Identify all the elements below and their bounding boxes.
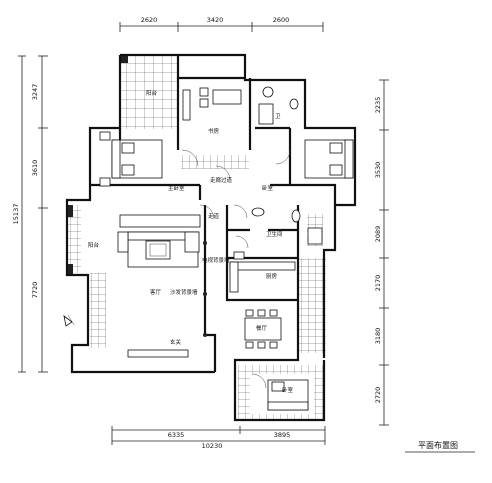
label-dining: 餐厅: [256, 324, 268, 332]
label-kitchen: 厨房: [266, 272, 278, 280]
dim-right-2: 3530: [374, 162, 382, 179]
label-wc: 卫: [275, 113, 281, 120]
dim-top-2: 3420: [207, 16, 224, 24]
label-bed3: 卧室: [282, 386, 294, 394]
tv-cabinet: [127, 349, 189, 358]
dimensions-left: 3247 3610 7720 15137: [12, 55, 48, 373]
label-balcony-top: 阳台: [146, 89, 158, 97]
sofa-group: [117, 214, 201, 268]
label-bath: 卫生间: [266, 230, 283, 238]
study-furniture: [182, 87, 242, 121]
dim-left-3: 7720: [31, 282, 39, 299]
balcony-top-tiles: [120, 55, 178, 129]
label-entrance: 玄关: [170, 338, 182, 346]
drawing-title: 平面布置图: [418, 440, 458, 450]
dim-right-5: 3180: [374, 328, 382, 345]
dim-left-1: 3247: [31, 84, 39, 101]
dim-right-4: 2170: [374, 275, 382, 292]
right-strip-tiles: [298, 258, 326, 353]
dim-right-6: 2720: [374, 387, 382, 404]
label-bedroom: 卧室: [262, 184, 274, 192]
dimensions-top: 2620 3420 2600: [119, 16, 324, 32]
dimensions-right: 2235 3530 2089 2170 3180 2720: [374, 79, 389, 426]
label-tv-wall: 电视背景墙: [202, 256, 230, 264]
dimensions-bottom: 6335 3895 10230: [111, 426, 326, 450]
bath-top-fixtures: [258, 86, 299, 125]
walls: [65, 53, 357, 422]
label-living: 客厅: [150, 288, 162, 296]
dim-top-3: 2600: [273, 16, 290, 24]
hall-tiles: [181, 155, 249, 169]
label-sofa-wall: 沙发背景墙: [170, 288, 198, 296]
bedroom-bed: [304, 139, 354, 179]
dim-top-1: 2620: [141, 16, 158, 24]
column-marker-left: [67, 205, 73, 217]
label-balcony-left: 阳台: [88, 241, 100, 249]
column-marker-left-2: [67, 264, 73, 274]
master-bed: [99, 131, 163, 187]
dim-left-2: 3610: [31, 160, 39, 177]
kitchen-counters: [229, 251, 296, 293]
label-hall: 走廊过道: [210, 176, 233, 184]
dim-bottom-2: 3895: [274, 431, 291, 439]
bath-mid-fixtures: [251, 207, 323, 245]
dim-bottom-1: 6335: [168, 431, 185, 439]
balcony-left-tiles: [67, 205, 81, 273]
entry-marker: [63, 314, 75, 327]
label-corridor: 走道: [208, 212, 220, 220]
dim-left-total: 15137: [12, 204, 20, 225]
dim-bottom-total: 10230: [202, 442, 223, 450]
label-master-bed: 主卧室: [168, 184, 185, 192]
left-strip-tiles: [90, 273, 106, 348]
door-swings: [181, 149, 291, 389]
column-marker: [120, 55, 128, 63]
label-study: 书房: [208, 127, 220, 135]
dim-right-3: 2089: [374, 226, 382, 243]
bed3: [267, 379, 309, 411]
dim-right-1: 2235: [374, 97, 382, 114]
dining-table: [244, 309, 282, 349]
